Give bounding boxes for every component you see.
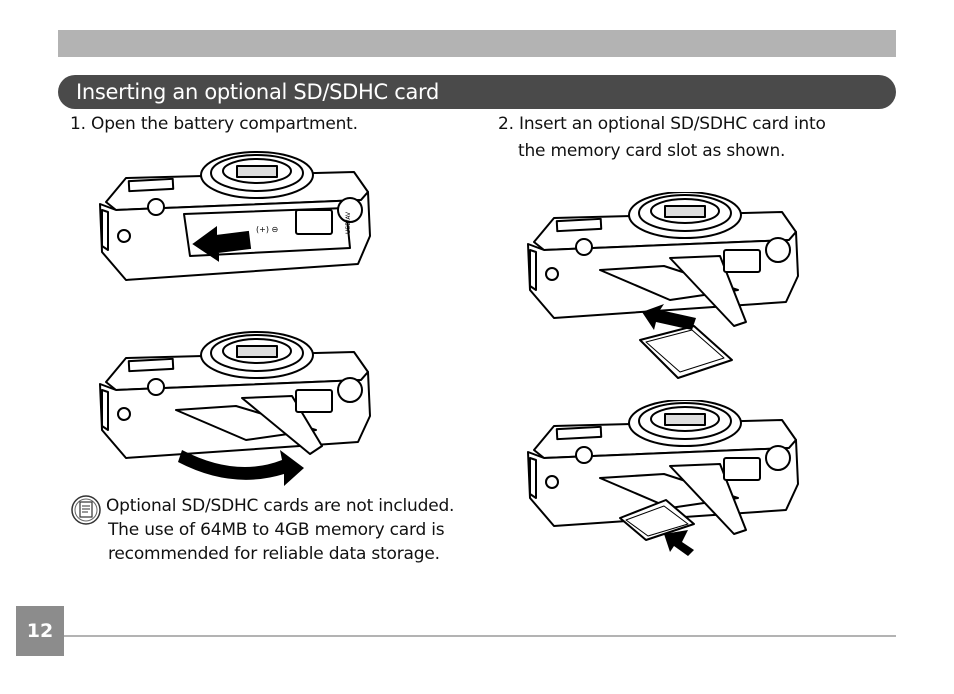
battery-symbol: (+) ⊖ [256,225,278,234]
note-text: Optional SD/SDHC cards are not included.… [106,494,486,566]
step-2-line-1: 2. Insert an optional SD/SDHC card into [498,114,826,134]
note-icon [71,495,101,525]
page-number-box: 12 [16,606,64,656]
step-1: 1. Open the battery compartment. [70,111,358,138]
section-header: Inserting an optional SD/SDHC card [58,75,896,109]
camera-door-open-illustration [99,331,371,486]
note-line-2: The use of 64MB to 4GB memory card is [108,520,445,540]
card-inserted-illustration [527,400,799,556]
port-label: USB/AV [345,211,352,234]
section-title: Inserting an optional SD/SDHC card [76,80,440,104]
note-line-1: Optional SD/SDHC cards are not included. [106,496,455,516]
step-2-line-2: the memory card slot as shown. [518,141,786,161]
footer-rule [64,635,896,637]
page-number: 12 [26,620,54,642]
top-bar [58,30,896,57]
card-insert-illustration [527,192,799,379]
step-2: 2. Insert an optional SD/SDHC card into … [498,111,878,165]
step-1-text: 1. Open the battery compartment. [70,114,358,134]
note-line-3: recommended for reliable data storage. [108,544,440,564]
camera-open-compartment-illustration: USB/AV (+) ⊖ [99,151,371,281]
